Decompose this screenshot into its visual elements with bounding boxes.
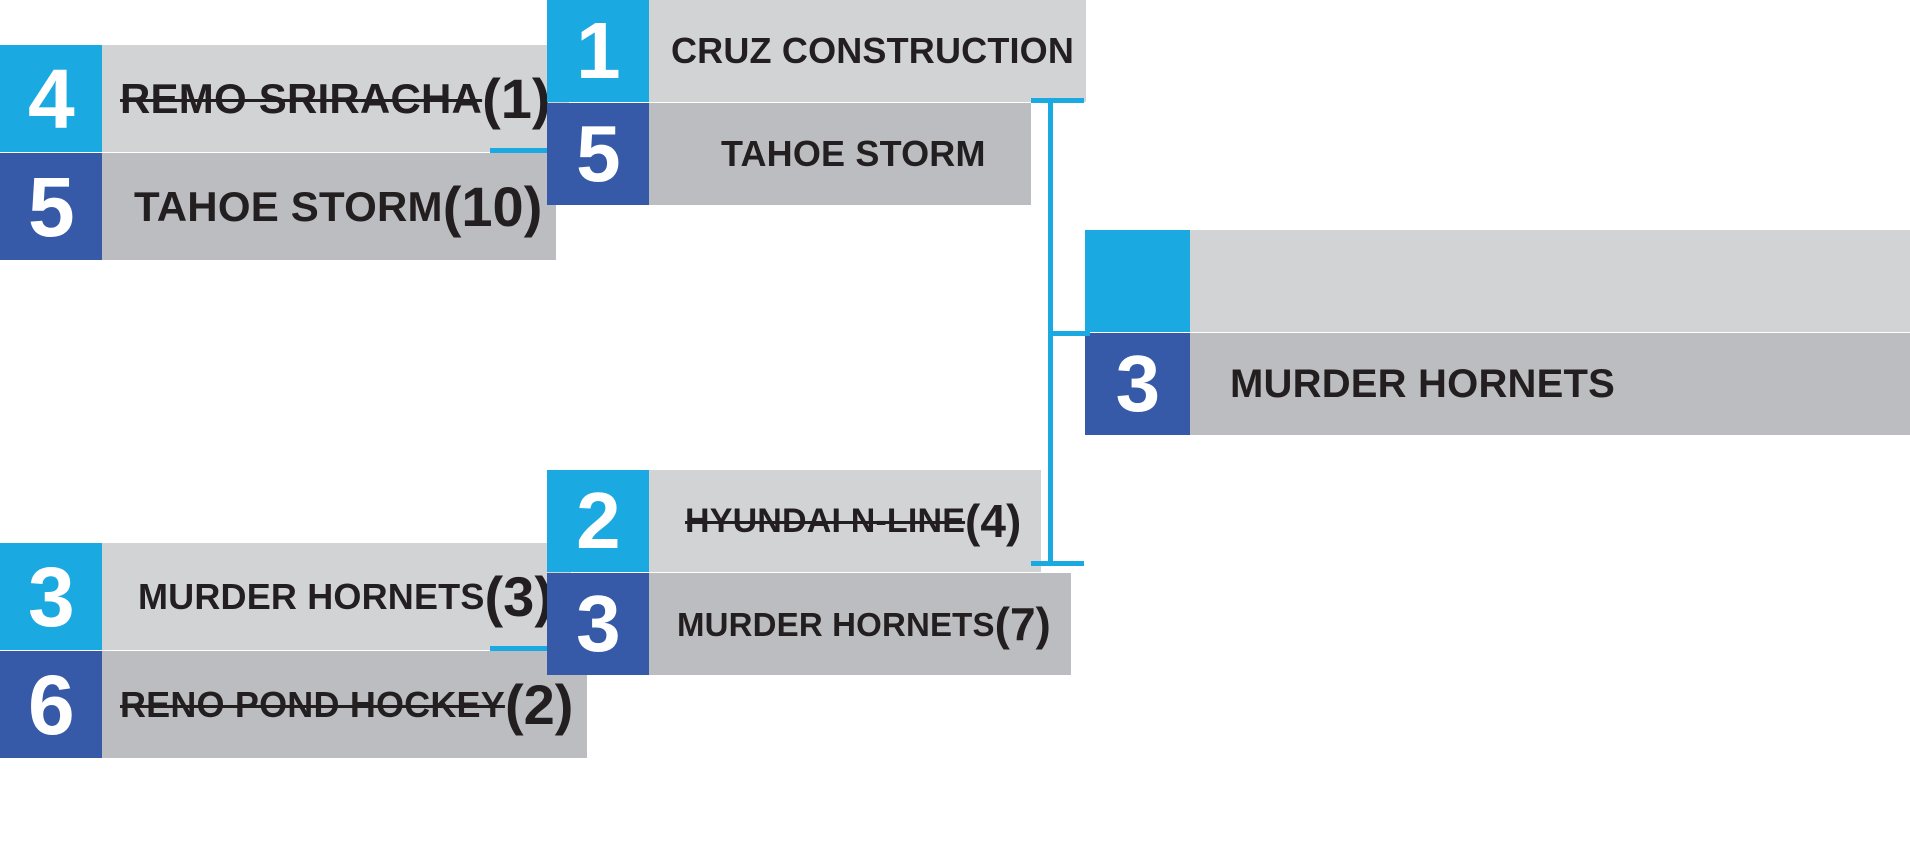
team-name: RENO POND HOCKEY — [120, 683, 505, 725]
seed-number: 5 — [0, 153, 102, 260]
team-cell: TAHOE STORM (10) — [102, 153, 557, 260]
team-cell: TAHOE STORM — [649, 103, 1031, 205]
team-score: (4) — [965, 495, 1022, 547]
team-cell: MURDER HORNETS (7) — [649, 573, 1071, 675]
team-cell: RENO POND HOCKEY (2) — [102, 651, 588, 758]
seed-number — [1085, 230, 1190, 332]
round2-matchup-1: 1 CRUZ CONSTRUCTION 5 TAHOE STORM — [547, 0, 1087, 205]
team-score: (3) — [484, 564, 553, 628]
team-name: MURDER HORNETS — [1230, 362, 1616, 406]
seed-number: 2 — [547, 470, 649, 572]
team-name: TAHOE STORM — [134, 182, 443, 230]
seed-number: 3 — [1085, 333, 1190, 435]
bracket-slot[interactable]: 4 REMO SRIRACHA (1) — [0, 45, 569, 152]
bracket-slot[interactable]: 2 HYUNDAI N-LINE (4) — [547, 470, 1042, 572]
connector-round2-matchup2 — [1031, 561, 1084, 566]
connector-round1-matchup2 — [490, 646, 547, 651]
bracket-slot[interactable]: 1 CRUZ CONSTRUCTION — [547, 0, 1087, 102]
team-name: REMO SRIRACHA — [120, 74, 483, 122]
bracket-slot[interactable]: 5 TAHOE STORM (10) — [0, 153, 557, 260]
team-name: HYUNDAI N-LINE — [685, 502, 966, 540]
seed-number: 6 — [0, 651, 102, 758]
round1-matchup-1: 4 REMO SRIRACHA (1) 5 TAHOE STORM (10) — [0, 45, 569, 260]
team-score: (7) — [994, 598, 1051, 650]
connector-round1-matchup1 — [490, 148, 547, 153]
round2-matchup-2: 2 HYUNDAI N-LINE (4) 3 MURDER HORNETS (7… — [547, 470, 1071, 675]
seed-number: 4 — [0, 45, 102, 152]
bracket-slot[interactable]: 3 MURDER HORNETS — [1085, 333, 1910, 435]
round1-matchup-2: 3 MURDER HORNETS (3) 6 RENO POND HOCKEY … — [0, 543, 588, 758]
seed-number: 3 — [547, 573, 649, 675]
connector-round2-matchup1 — [1031, 98, 1084, 103]
team-score: (2) — [504, 672, 574, 736]
team-name: TAHOE STORM — [721, 133, 986, 174]
team-cell: MURDER HORNETS — [1190, 333, 1910, 435]
team-name: MURDER HORNETS — [677, 605, 995, 643]
seed-number: 1 — [547, 0, 649, 102]
bracket-slot[interactable]: 6 RENO POND HOCKEY (2) — [0, 651, 588, 758]
seed-number: 3 — [0, 543, 102, 650]
seed-number: 5 — [547, 103, 649, 205]
team-score: (10) — [442, 174, 543, 238]
team-cell: MURDER HORNETS (3) — [102, 543, 571, 650]
team-cell: HYUNDAI N-LINE (4) — [649, 470, 1042, 572]
team-cell: CRUZ CONSTRUCTION — [649, 0, 1087, 102]
team-score: (1) — [482, 66, 551, 130]
team-name: CRUZ CONSTRUCTION — [671, 30, 1075, 71]
final-matchup: 3 MURDER HORNETS — [1085, 230, 1910, 435]
bracket-slot[interactable]: 3 MURDER HORNETS (7) — [547, 573, 1071, 675]
team-cell: REMO SRIRACHA (1) — [102, 45, 569, 152]
bracket-slot[interactable]: 3 MURDER HORNETS (3) — [0, 543, 571, 650]
bracket-slot[interactable]: 5 TAHOE STORM — [547, 103, 1031, 205]
connector-final-stub — [1048, 331, 1090, 336]
team-cell — [1190, 230, 1910, 332]
team-name: MURDER HORNETS — [138, 575, 485, 617]
bracket-slot[interactable] — [1085, 230, 1910, 332]
